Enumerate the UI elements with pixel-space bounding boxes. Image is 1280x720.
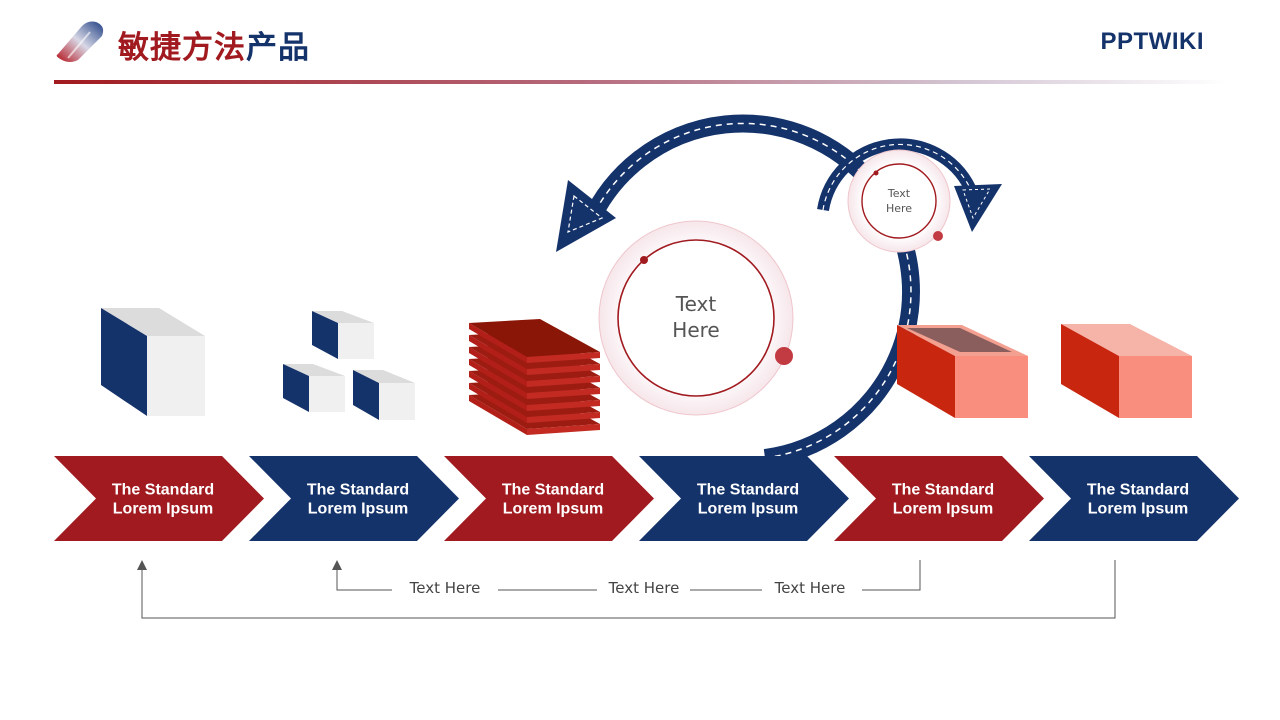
title-blue-part: 产品 (246, 30, 310, 66)
process-step-6-label-2: Lorem Ipsum (1088, 501, 1188, 518)
process-step-1-label-1: The Standard (112, 482, 214, 499)
bottom-label-2: Text Here (608, 579, 680, 597)
process-step-3-label-1: The Standard (502, 482, 604, 499)
process-step-4-label-2: Lorem Ipsum (698, 501, 798, 518)
process-step-1-label-2: Lorem Ipsum (113, 501, 213, 518)
small-circle-line1: Text (887, 187, 911, 200)
navy-white-cube-icon (101, 308, 205, 416)
process-step-3 (444, 456, 654, 541)
sheet-side (469, 347, 527, 387)
open-red-box-icon (897, 325, 1028, 418)
small-circle-line2: Here (886, 202, 912, 215)
sheet-edge (527, 376, 600, 387)
process-step-4 (639, 456, 849, 541)
bottom-label-1: Text Here (409, 579, 481, 597)
brand-logo-icon (56, 21, 104, 62)
three-small-cubes-icon (283, 311, 415, 420)
sheet-side (469, 371, 527, 411)
sheet-layer (469, 319, 600, 357)
page-title: 敏捷方法产品 (118, 22, 310, 67)
big-circle-line1: Text (675, 292, 717, 316)
small-circle: Text Here (847, 149, 951, 253)
sheet-edge (527, 412, 600, 423)
sheet-side (469, 359, 527, 399)
process-step-4-label-1: The Standard (697, 482, 799, 499)
sheet-side (469, 383, 527, 423)
bottom-labels: Text Here Text Here Text Here (409, 579, 846, 597)
sheet-edge (527, 388, 600, 399)
sheet-side (469, 323, 527, 363)
process-step-5-label-1: The Standard (892, 482, 994, 499)
brand-name: PPTWIKI (1100, 28, 1204, 55)
big-circle-line2: Here (672, 318, 719, 342)
process-step-6 (1029, 456, 1239, 541)
sheet-edge (527, 352, 600, 363)
process-step-2-label-2: Lorem Ipsum (308, 501, 408, 518)
sheet-side (469, 395, 527, 435)
process-step-6-label-1: The Standard (1087, 482, 1189, 499)
sheet-edge (527, 424, 600, 435)
bottom-label-3: Text Here (774, 579, 846, 597)
big-circle: Text Here (598, 220, 794, 416)
process-step-1 (54, 456, 264, 541)
red-block-icon (1061, 324, 1192, 418)
stacked-red-sheets-icon (469, 319, 600, 435)
bottom-connectors (137, 560, 1116, 619)
sheet-side (469, 335, 527, 375)
process-step-5-label-2: Lorem Ipsum (893, 501, 993, 518)
process-step-2-label-1: The Standard (307, 482, 409, 499)
sheet-edge (527, 364, 600, 375)
small-cycle-arrow-icon (817, 138, 1002, 232)
process-step-5 (834, 456, 1044, 541)
title-red-part: 敏捷方法 (118, 30, 246, 66)
header-divider (54, 80, 1226, 84)
process-step-2 (249, 456, 459, 541)
process-step-3-label-2: Lorem Ipsum (503, 501, 603, 518)
sheet-edge (527, 400, 600, 411)
